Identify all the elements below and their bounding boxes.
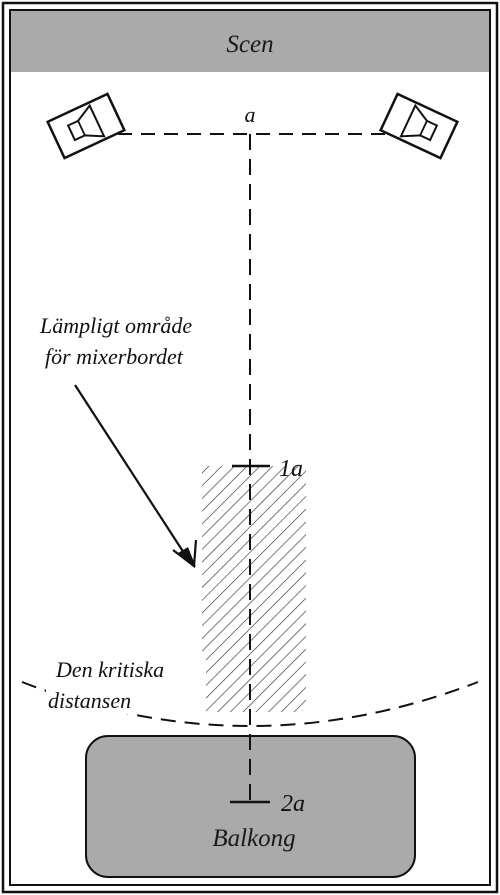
balcony-label: Balkong [212,825,295,852]
label-a: a [245,102,256,127]
speaker-icon [45,92,127,160]
inner-border [9,9,491,886]
right-speaker [378,92,460,160]
pointer-arrow-head [178,547,196,567]
left-speaker [45,92,127,160]
balcony-area [85,735,416,878]
label-1a: 1a [279,456,303,482]
speaker-icon [378,92,460,160]
pointer-arrow-line [74,384,185,554]
mixer-area-label-line1: Lämpligt område [39,313,192,338]
stage-label: Scen [226,31,273,58]
stage: Scen [11,11,489,72]
mixer-area-label-line2: för mixerbordet [45,344,184,369]
stage-area [11,11,489,72]
critical-distance-line1: Den kritiska [55,657,164,682]
critical-distance-line2: distansen [48,688,131,713]
critical-label-bg [46,656,206,714]
label-2a: 2a [281,791,305,817]
balcony [85,735,416,878]
mixer-area [202,466,306,712]
pointer-arrow-tip [172,539,198,569]
